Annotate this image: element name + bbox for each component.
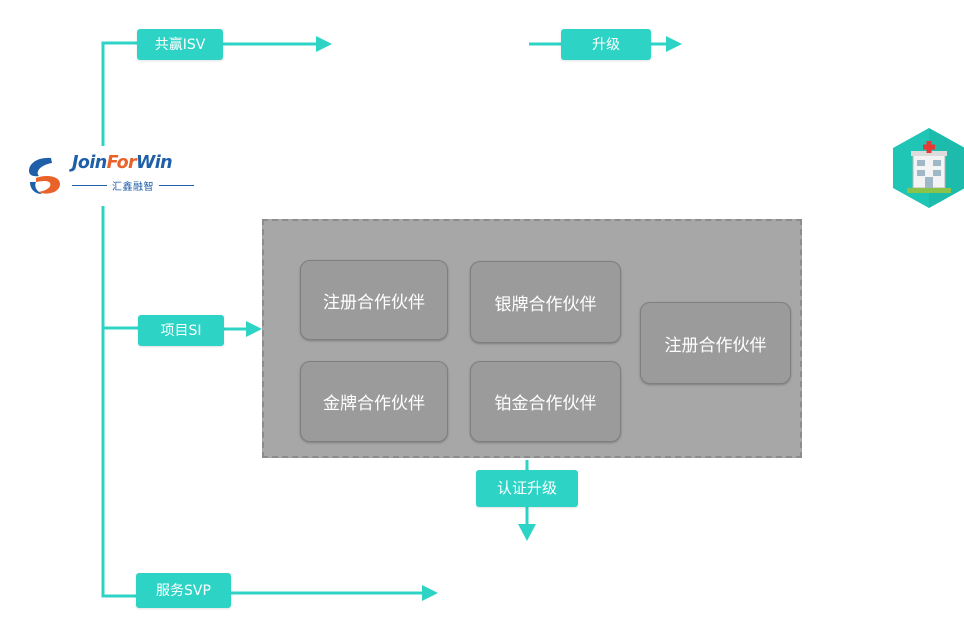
partner-box-registered-right: 注册合作伙伴 — [640, 302, 791, 384]
brand-name-part2: For — [106, 153, 137, 173]
partner-box-platinum: 铂金合作伙伴 — [470, 361, 621, 442]
partner-box-silver: 银牌合作伙伴 — [470, 261, 621, 343]
svp-arrowhead-icon — [422, 585, 438, 601]
partner-box-registered-left: 注册合作伙伴 — [300, 260, 448, 340]
isv-label: 共赢ISV — [154, 36, 206, 53]
brand-name-part1: Join — [72, 153, 107, 173]
isv-tag: 共赢ISV — [137, 29, 223, 60]
partner-tier-panel: 注册合作伙伴 银牌合作伙伴 注册合作伙伴 金牌合作伙伴 铂金合作伙伴 — [262, 219, 802, 458]
trunk-top-line — [101, 41, 137, 146]
si-tag: 项目SI — [138, 315, 224, 346]
joinforwin-logo-icon — [29, 157, 60, 194]
svp-label: 服务SVP — [156, 582, 211, 599]
brand-name: JoinForWin — [72, 153, 173, 173]
si-arrowhead-icon — [246, 321, 262, 337]
svp-tag: 服务SVP — [136, 573, 231, 608]
partner-box-gold: 金牌合作伙伴 — [300, 361, 448, 442]
upgrade-label: 升级 — [592, 36, 620, 53]
brand-name-part3: Win — [136, 153, 173, 173]
brand-logo: JoinForWin 汇鑫融智 — [24, 150, 199, 200]
certification-label: 认证升级 — [496, 479, 557, 497]
upgrade-arrowhead-icon — [666, 36, 682, 52]
brand-subtitle: 汇鑫融智 — [72, 178, 194, 193]
si-label: 项目SI — [160, 322, 202, 339]
isv-arrowhead-icon — [316, 36, 332, 52]
trunk-bottom-line — [101, 206, 137, 598]
certification-tag: 认证升级 — [476, 470, 578, 507]
hospital-icon — [893, 128, 964, 208]
brand-subtitle-text: 汇鑫融智 — [112, 182, 154, 193]
cert-arrowhead-icon — [518, 524, 536, 541]
upgrade-tag: 升级 — [561, 29, 651, 60]
